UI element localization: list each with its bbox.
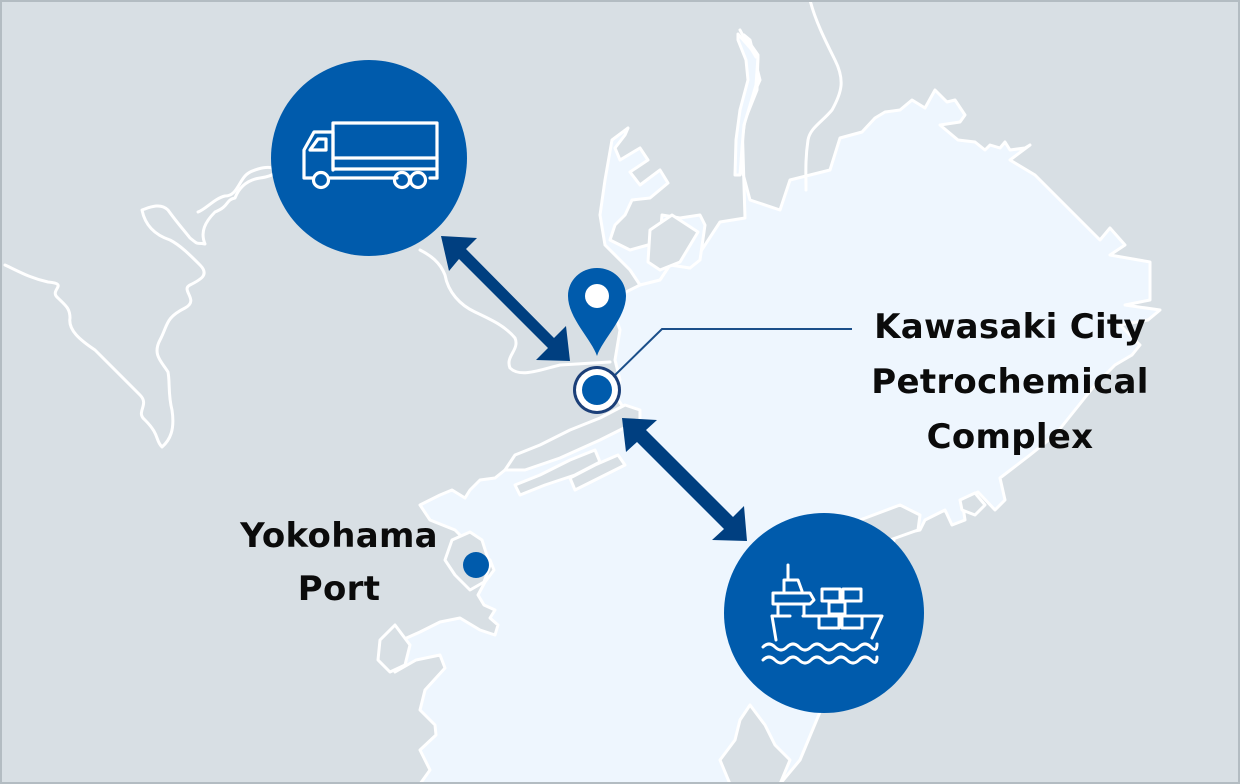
yokohama-label: Yokohama Port [224, 510, 454, 616]
kawasaki-label-line-3: Complex [926, 417, 1094, 457]
kawasaki-label: Kawasaki City Petrochemical Complex [850, 300, 1170, 465]
leader-line [611, 328, 852, 379]
cargo-ship-icon [761, 563, 884, 665]
truck-connection-arrow [441, 236, 570, 361]
yokohama-port-marker[interactable] [463, 552, 489, 578]
yokohama-label-line-1: Yokohama [240, 516, 438, 556]
kawasaki-label-line-1: Kawasaki City [874, 307, 1146, 347]
ship-connection-arrow [622, 418, 747, 541]
kawasaki-site-marker[interactable] [573, 366, 621, 414]
truck-node[interactable] [271, 60, 467, 256]
truck-icon [302, 121, 439, 190]
kawasaki-label-line-2: Petrochemical [871, 362, 1149, 402]
water-inlets [376, 213, 987, 782]
yokohama-label-line-2: Port [297, 569, 381, 609]
location-pin-icon[interactable] [568, 268, 626, 356]
ship-node[interactable] [724, 513, 924, 713]
coastlines [3, 2, 843, 449]
